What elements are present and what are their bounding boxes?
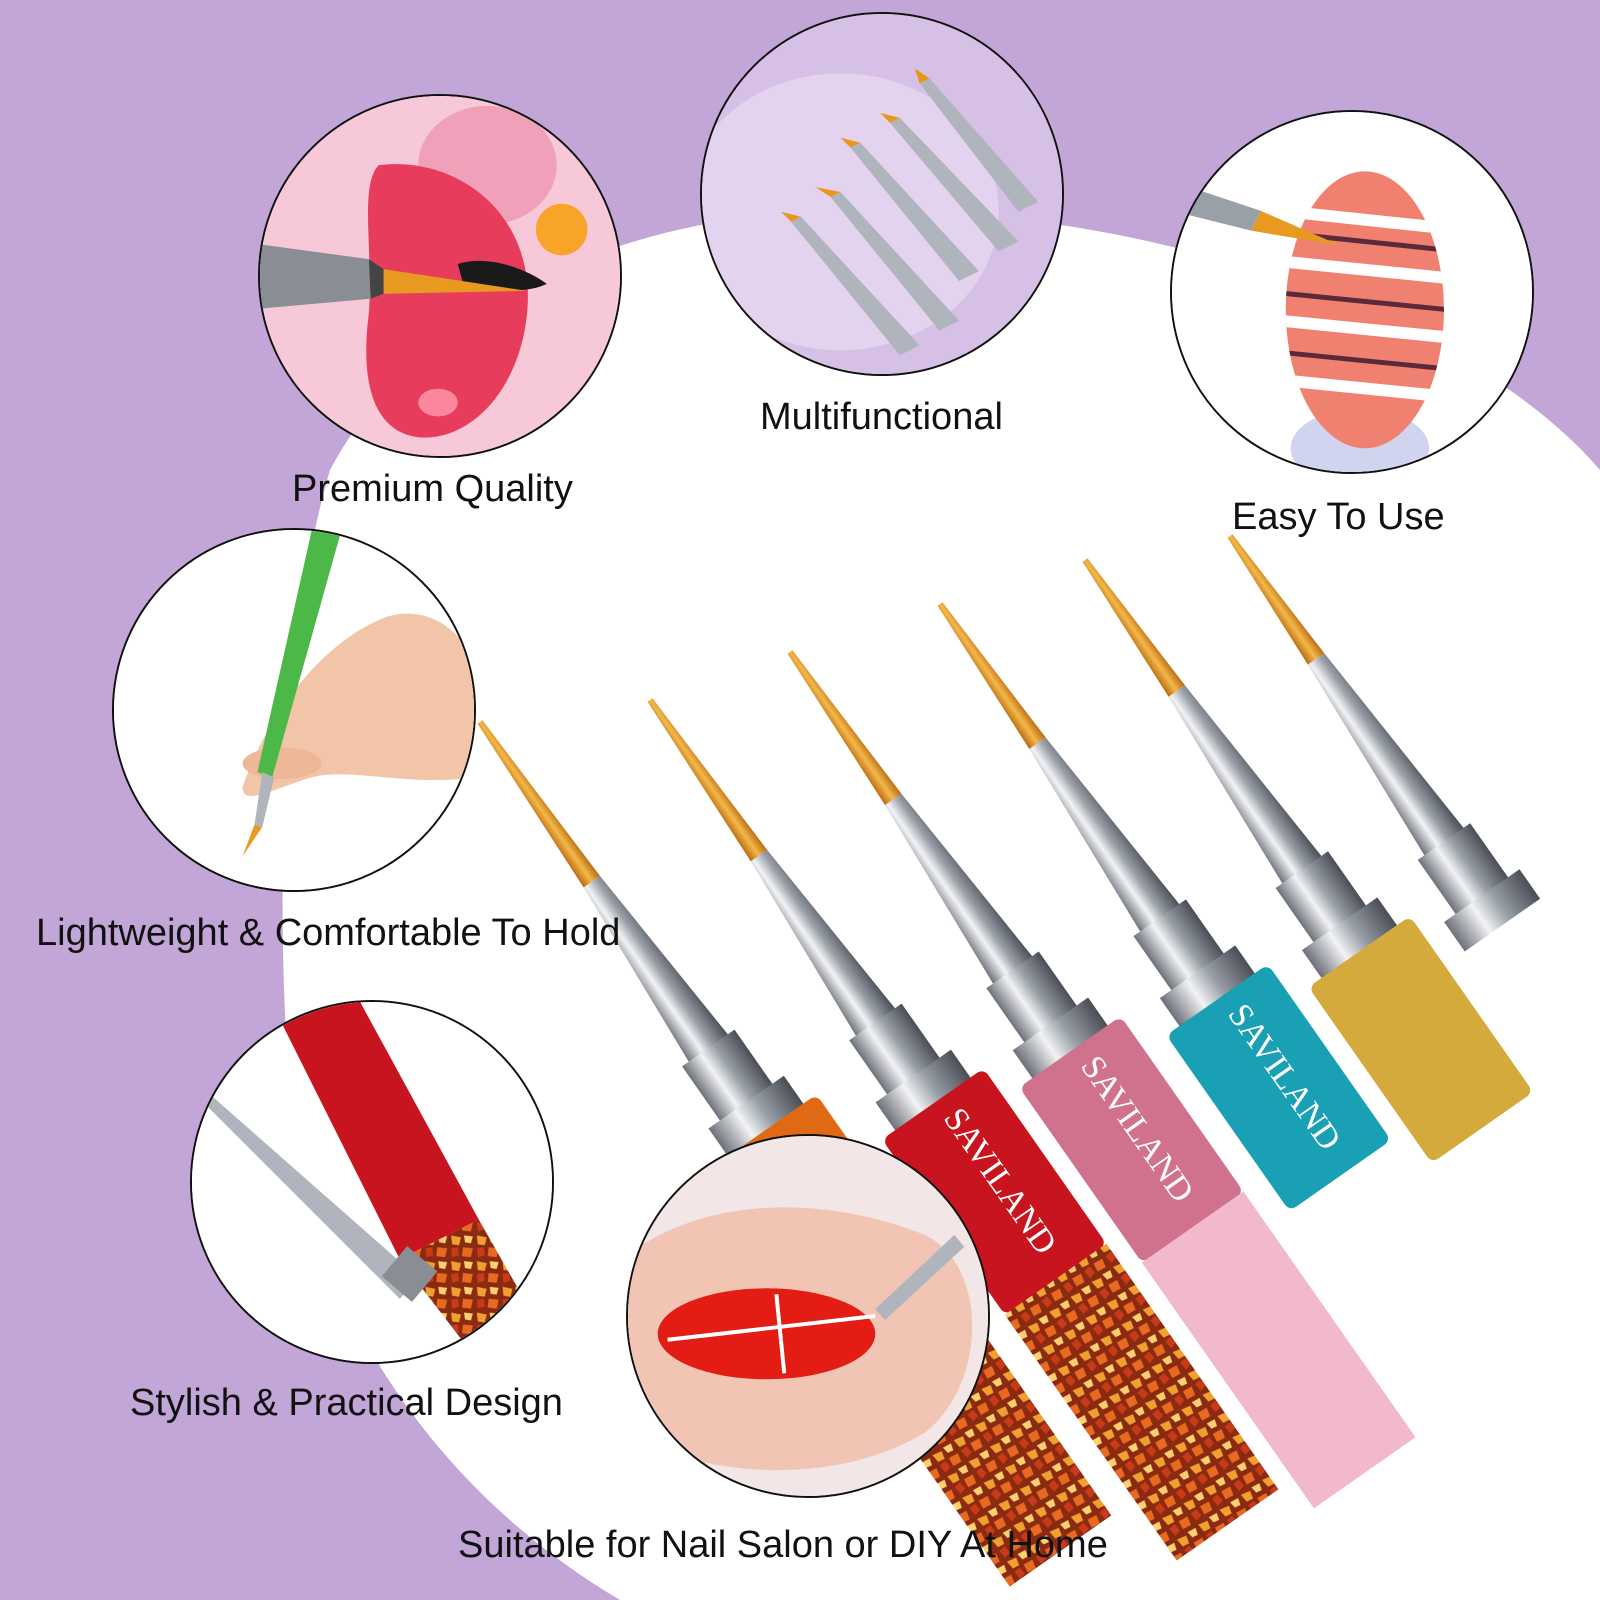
suitable-photo — [626, 1134, 990, 1498]
easy-to-use-photo — [1170, 110, 1534, 474]
easy-to-use-label: Easy To Use — [1232, 496, 1445, 538]
brush-silver — [1227, 534, 1541, 952]
stylish-design-photo — [190, 1000, 554, 1364]
premium-quality-label: Premium Quality — [292, 468, 573, 510]
premium-quality-photo — [258, 94, 622, 458]
brush-teal: SAVILAND — [937, 602, 1389, 1209]
multifunctional-label: Multifunctional — [760, 396, 1003, 438]
red-nail-detail-icon — [628, 1136, 988, 1496]
brush-set-icon — [702, 14, 1062, 374]
lightweight-label: Lightweight & Comfortable To Hold — [36, 912, 621, 954]
brush-gold — [1082, 558, 1531, 1161]
nail-painting-brush-icon — [260, 96, 620, 456]
striped-nail-icon — [1172, 112, 1532, 472]
suitable-label: Suitable for Nail Salon or DIY At Home — [458, 1524, 1108, 1566]
brush-handle-closeup-icon — [192, 1002, 552, 1362]
multifunctional-photo — [700, 12, 1064, 376]
lightweight-photo — [112, 528, 476, 892]
stylish-design-label: Stylish & Practical Design — [130, 1382, 563, 1424]
hand-holding-brush-icon — [114, 530, 474, 890]
